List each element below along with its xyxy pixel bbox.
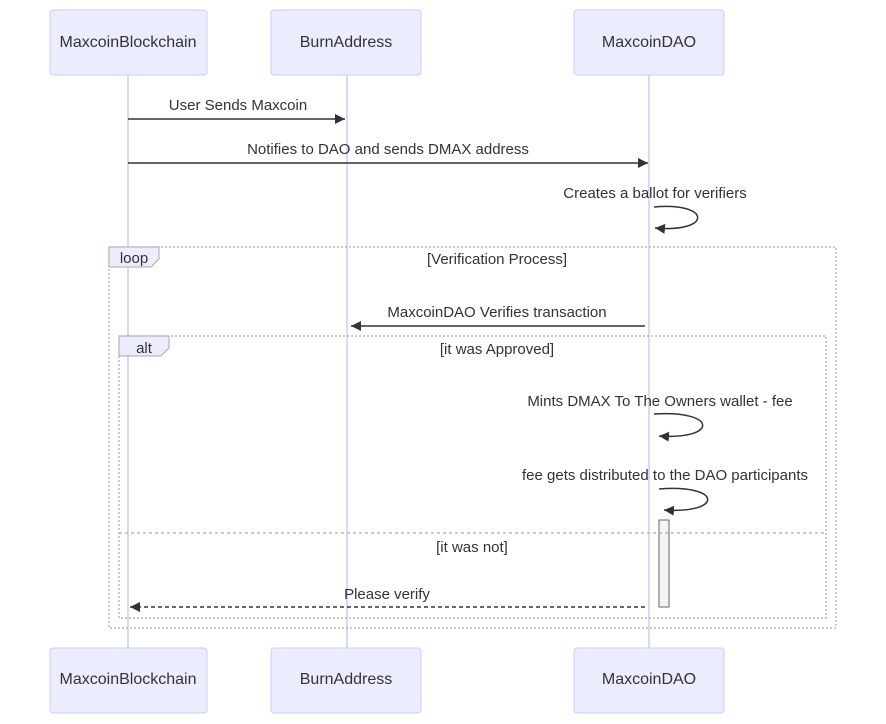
actor-label: MaxcoinBlockchain xyxy=(60,671,197,688)
loop-condition: [Verification Process] xyxy=(427,251,567,268)
alt-tag-box xyxy=(118,335,170,357)
alt-tag: alt xyxy=(136,340,153,357)
self-message-arrow xyxy=(658,487,709,516)
loop-tag: loop xyxy=(120,250,148,267)
self-message-arrow xyxy=(653,205,699,234)
alt-else-condition: [it was not] xyxy=(436,539,508,556)
actor-label: MaxcoinDAO xyxy=(602,34,696,51)
loop-frame xyxy=(108,246,837,629)
actor-top-blockchain: MaxcoinBlockchain xyxy=(49,9,208,76)
activation-bar xyxy=(658,519,670,608)
actor-bottom-dao: MaxcoinDAO xyxy=(573,647,725,714)
message-label: Please verify xyxy=(344,586,430,603)
actor-label: MaxcoinDAO xyxy=(602,671,696,688)
message-label: Mints DMAX To The Owners wallet - fee xyxy=(527,393,792,410)
actor-label: BurnAddress xyxy=(300,34,393,51)
alt-frame xyxy=(118,335,827,619)
loop-tag-box xyxy=(108,246,160,268)
self-message-arrow xyxy=(653,412,704,442)
message-label: fee gets distributed to the DAO particip… xyxy=(522,467,808,484)
actor-top-dao: MaxcoinDAO xyxy=(573,9,725,76)
actor-top-burn: BurnAddress xyxy=(270,9,422,76)
actor-label: MaxcoinBlockchain xyxy=(60,34,197,51)
actor-bottom-blockchain: MaxcoinBlockchain xyxy=(49,647,208,714)
alt-condition: [it was Approved] xyxy=(440,341,554,358)
message-label: User Sends Maxcoin xyxy=(169,97,307,114)
message-label: MaxcoinDAO Verifies transaction xyxy=(387,304,606,321)
actor-bottom-burn: BurnAddress xyxy=(270,647,422,714)
actor-label: BurnAddress xyxy=(300,671,393,688)
message-label: Creates a ballot for verifiers xyxy=(563,185,746,202)
message-label: Notifies to DAO and sends DMAX address xyxy=(247,141,529,158)
